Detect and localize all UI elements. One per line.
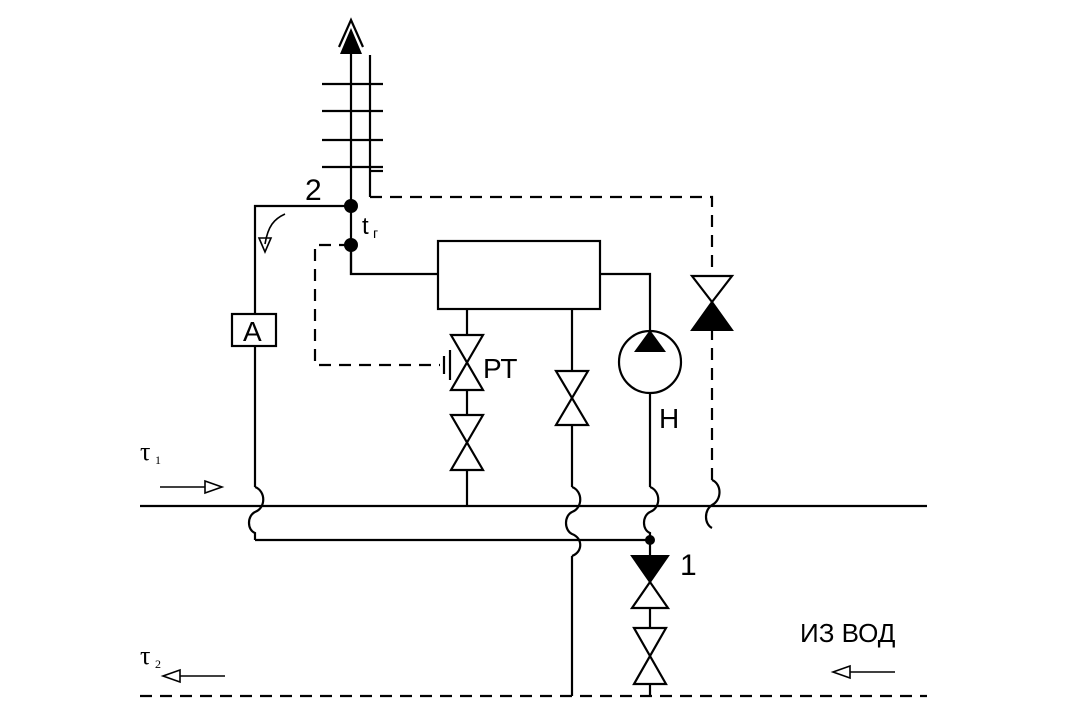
main-lines — [140, 504, 927, 545]
temperature-label: t — [362, 213, 369, 240]
pump-branch — [617, 329, 683, 540]
tau2-sub-label: 2 — [155, 657, 161, 671]
riser — [322, 17, 383, 275]
dashed-control-right — [370, 195, 721, 529]
tau2-label: τ — [140, 641, 150, 670]
bypass-branch — [554, 309, 590, 696]
node-1-label: 1 — [680, 549, 697, 582]
pump-h-label: Н — [659, 403, 679, 434]
node-2-label: 2 — [305, 174, 322, 207]
temperature-sub-label: г — [373, 225, 378, 241]
dashed-control-rt — [313, 243, 452, 380]
node-1-branch — [629, 540, 671, 696]
water-supply-label: ИЗ ВОД — [800, 618, 896, 648]
sensor-a-label: A — [243, 316, 262, 347]
regulator-rt-label: РТ — [483, 353, 518, 384]
heat-exchanger — [349, 239, 652, 330]
regulator-branch — [449, 309, 485, 506]
flow-arrows — [160, 479, 895, 684]
sensor-line — [230, 204, 351, 540]
tau1-label: τ — [140, 437, 150, 466]
tau1-sub-label: 1 — [155, 453, 161, 467]
right-valve — [689, 274, 735, 331]
heat-exchanger-box — [436, 239, 602, 311]
